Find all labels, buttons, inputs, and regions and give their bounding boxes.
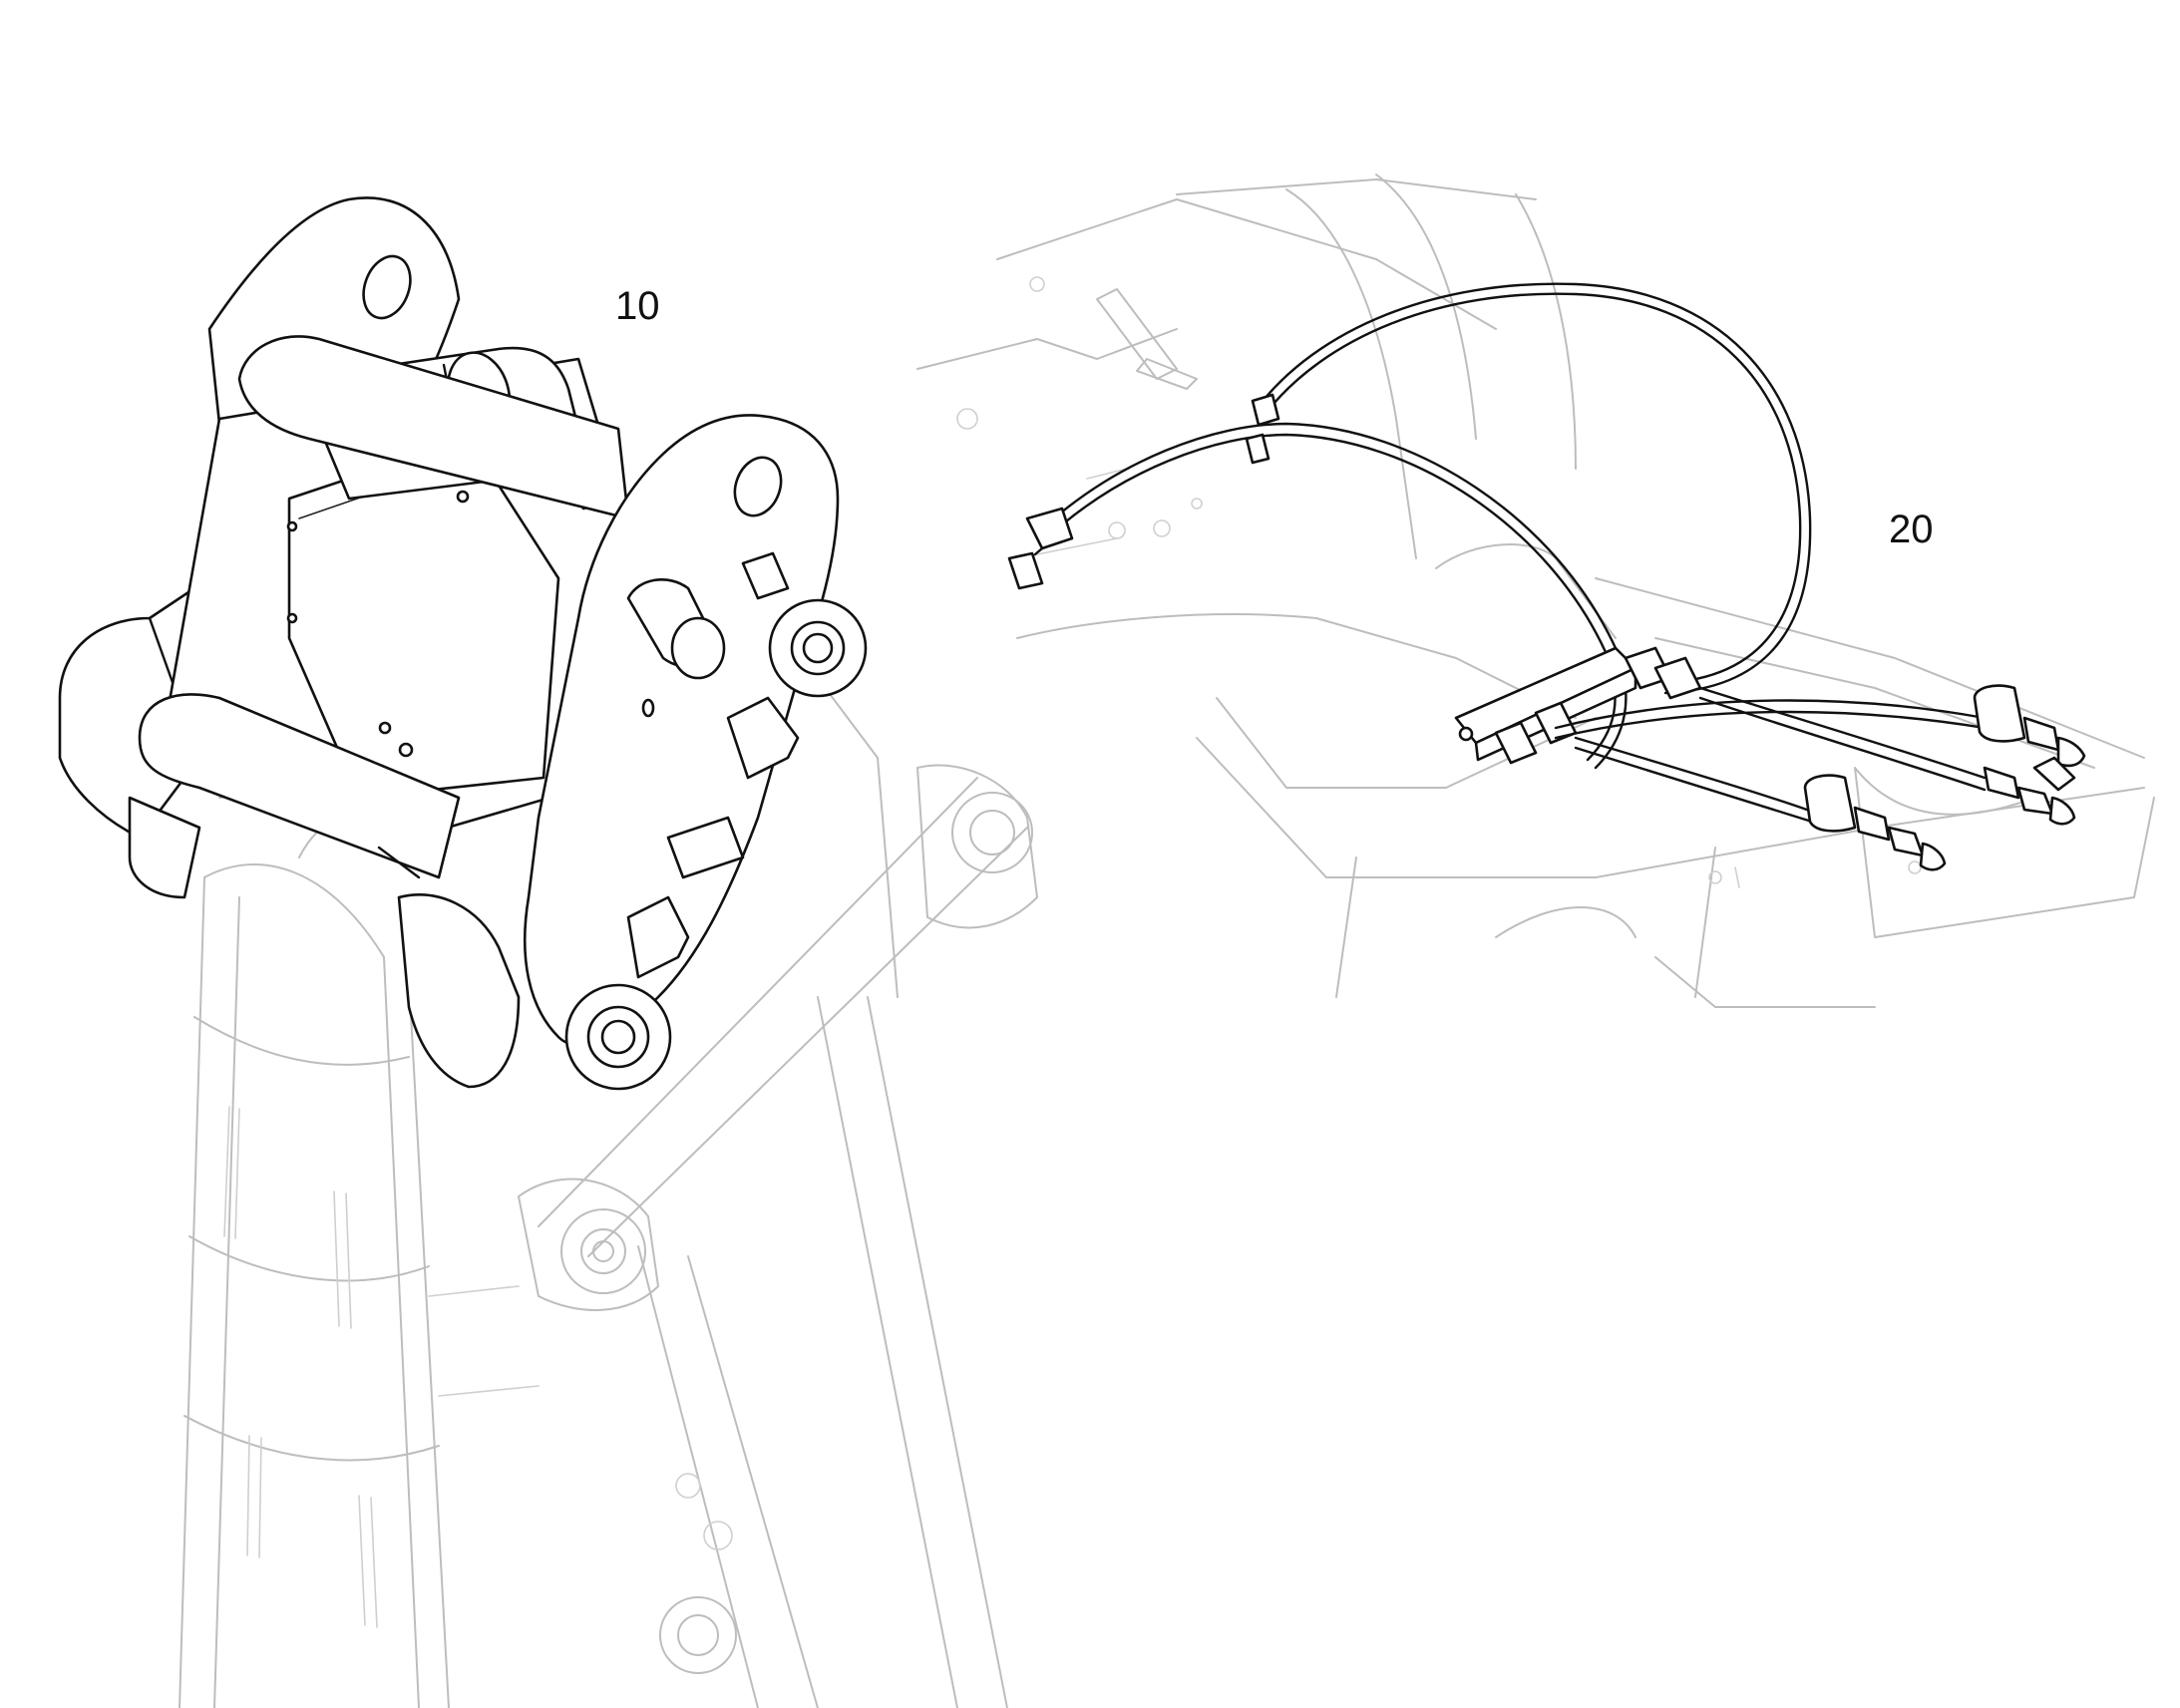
callout-quick-coupler: 10 (615, 284, 660, 328)
hose-kit-part (1007, 282, 2086, 871)
callout-hose-kit: 20 (1889, 508, 1934, 551)
quick-coupler-part (58, 196, 868, 1091)
machine-frame-context (916, 173, 2155, 1008)
